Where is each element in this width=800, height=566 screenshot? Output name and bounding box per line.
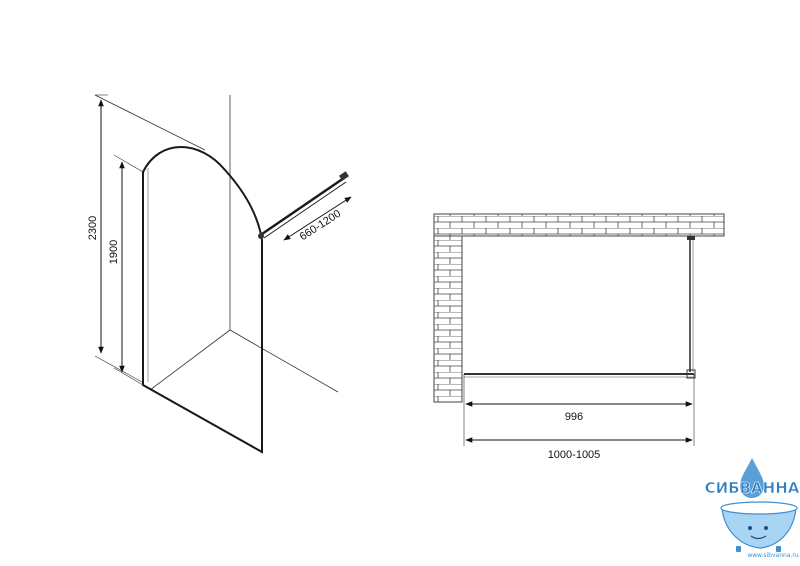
plan-wall-bracket (687, 236, 695, 240)
bathtub-rim-icon (720, 501, 798, 515)
width-1000-1005-label: 1000-1005 (548, 449, 601, 461)
height-2300-label: 2300 (87, 216, 99, 240)
floor-line-right (229, 329, 339, 393)
sibvanna-logo: СИБВАННА www.sibvanna.ru (704, 458, 800, 559)
bar-length-label: 660-1200 (298, 208, 344, 243)
brick-wall-left (433, 235, 463, 403)
bar-dimension-line (283, 196, 352, 241)
plan-view: 996 1000-1005 (433, 213, 725, 461)
height-1900-ext-bottom (113, 367, 144, 386)
logo-brand-text: СИБВАННА (705, 479, 800, 497)
height-2300-ext-bottom (94, 355, 143, 383)
height-1900-label: 1900 (108, 240, 120, 264)
width-996-label: 996 (565, 411, 583, 423)
plan-glass-clamp (686, 369, 696, 379)
wall-mount-bracket (339, 171, 349, 181)
glass-clamp (258, 233, 264, 239)
bathtub-foot-right-icon (776, 546, 781, 552)
height-1900-ext-top (113, 154, 144, 173)
bathtub-smile-icon (750, 535, 767, 540)
perspective-view: 660-1200 2300 1900 (87, 94, 352, 454)
logo-url-text: www.sibvanna.ru (747, 552, 799, 559)
brick-wall-top (433, 213, 725, 237)
floor-line-left (149, 329, 231, 391)
bathtub-eye-left-icon (748, 526, 752, 530)
bathtub-icon (721, 507, 797, 549)
wall-top-line (94, 94, 206, 151)
bathtub-foot-left-icon (736, 546, 741, 552)
bathtub-eye-right-icon (764, 526, 768, 530)
water-drop-icon (740, 458, 764, 498)
glass-panel (142, 146, 263, 454)
support-bar (261, 176, 345, 236)
